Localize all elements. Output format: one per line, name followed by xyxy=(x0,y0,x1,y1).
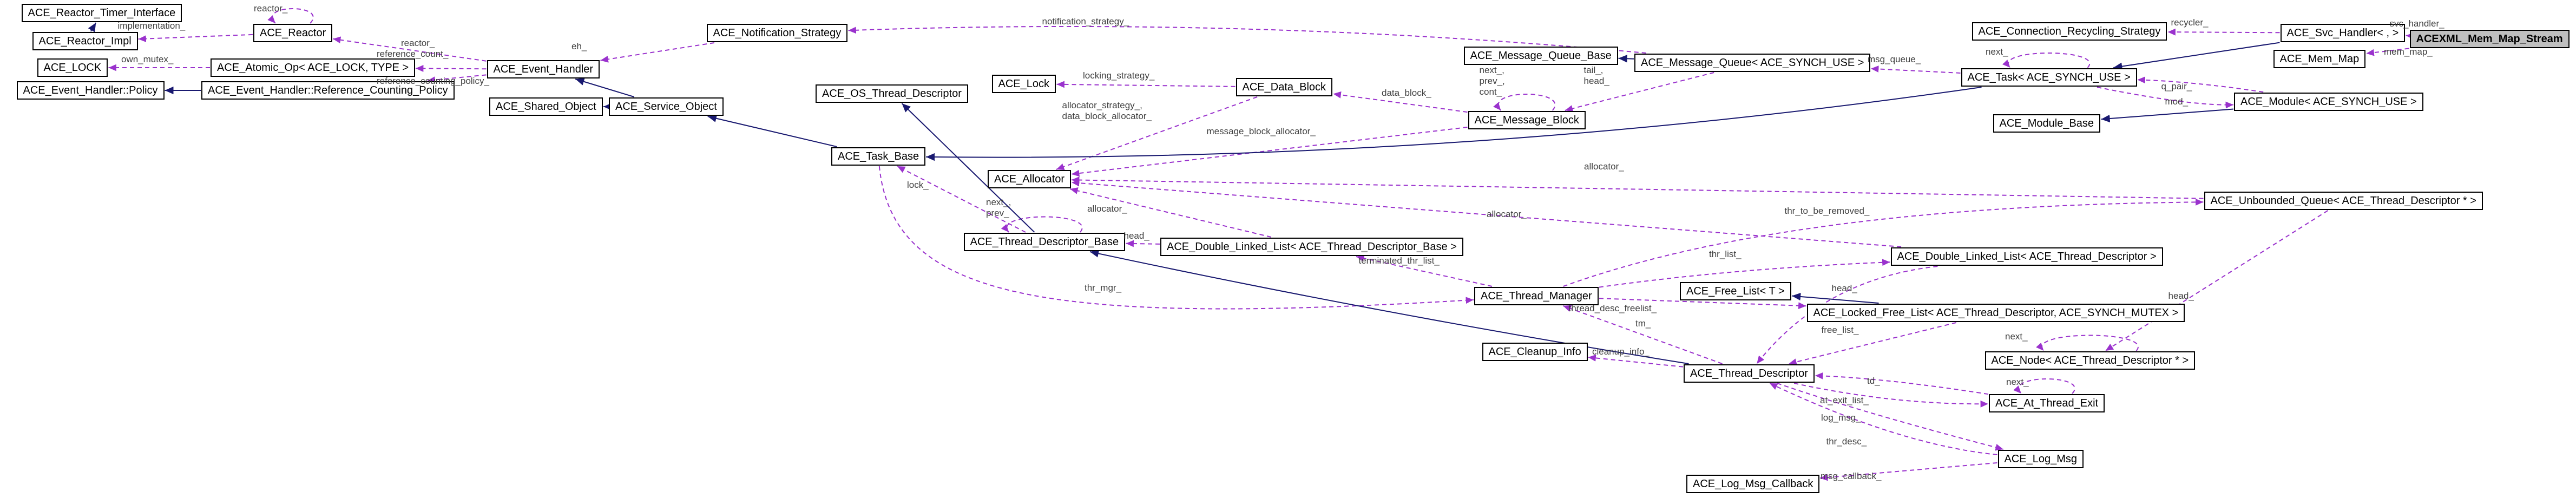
class-node-svcobj[interactable]: ACE_Service_Object xyxy=(609,97,724,116)
usage-edge-td-cleanup xyxy=(1588,355,1684,368)
class-node-reactor[interactable]: ACE_Reactor xyxy=(253,24,333,42)
usage-edge-reactor-reactor xyxy=(267,8,314,24)
usage-edge-target-memmap xyxy=(2366,48,2409,56)
class-node-tdb[interactable]: ACE_Thread_Descriptor_Base xyxy=(963,233,1126,251)
usage-edge-tm-lfl xyxy=(1599,298,1806,310)
class-node-ate[interactable]: ACE_At_Thread_Exit xyxy=(1989,394,2105,412)
class-node-td[interactable]: ACE_Thread_Descriptor xyxy=(1684,364,1815,383)
usage-edge-tdb-taskbase xyxy=(897,166,1026,233)
usage-edge-tdb-tdb xyxy=(1001,216,1083,233)
usage-edge-module-task xyxy=(2137,76,2264,93)
class-node-lockT[interactable]: ACE_LOCK xyxy=(37,58,108,77)
inheritance-edge-svcobj-eh xyxy=(575,77,635,97)
class-node-ostd[interactable]: ACE_OS_Thread_Descriptor xyxy=(816,84,968,103)
usage-edge-notif-eh xyxy=(600,42,715,63)
inheritance-edge-mq-mqbase xyxy=(1618,55,1634,63)
usage-edge-tm-dlltd xyxy=(1599,259,1890,288)
class-node-dlltdb[interactable]: ACE_Double_Linked_List< ACE_Thread_Descr… xyxy=(1160,238,1463,256)
inheritance-edge-task-taskbase xyxy=(925,87,1982,161)
usage-edge-td-logmsg xyxy=(1777,383,2003,451)
class-node-svchandler[interactable]: ACE_Svc_Handler< , > xyxy=(2280,24,2406,42)
usage-edge-logmsg-td xyxy=(1769,383,1997,455)
usage-edge-uq-alloc xyxy=(1071,176,2204,199)
usage-edge-eh-reactor xyxy=(332,36,487,62)
usage-edge-datablock-acelock xyxy=(1056,81,1236,88)
inheritance-edge-tdb-ostd xyxy=(901,103,1035,233)
class-node-memmap[interactable]: ACE_Mem_Map xyxy=(2273,50,2366,68)
class-node-rimpl[interactable]: ACE_Reactor_Impl xyxy=(32,32,138,50)
usage-edge-logmsg-logcb xyxy=(1819,462,1997,481)
class-node-modbase[interactable]: ACE_Module_Base xyxy=(1993,114,2101,133)
inheritance-edge-module-modbase xyxy=(2101,108,2234,123)
class-node-cleanup[interactable]: ACE_Cleanup_Info xyxy=(1482,343,1588,361)
class-node-rti[interactable]: ACE_Reactor_Timer_Interface xyxy=(21,4,182,22)
usage-edge-uq-node xyxy=(2105,210,2328,351)
usage-edge-td-tm xyxy=(1563,305,1723,364)
class-node-atomic[interactable]: ACE_Atomic_Op< ACE_LOCK, TYPE > xyxy=(211,58,416,77)
usage-edge-tm-uq xyxy=(1563,198,2204,287)
usage-edge-reactor-rimpl xyxy=(138,34,253,42)
usage-edge-msgblock-msgblock xyxy=(1493,94,1556,111)
class-node-uq[interactable]: ACE_Unbounded_Queue< ACE_Thread_Descript… xyxy=(2204,192,2483,210)
class-node-tm[interactable]: ACE_Thread_Manager xyxy=(1474,287,1599,305)
usage-edge-msgblock-alloc xyxy=(1071,126,1468,177)
usage-edge-node-node xyxy=(2036,335,2139,351)
class-node-target[interactable]: ACEXML_Mem_Map_Stream xyxy=(2409,30,2570,48)
usage-edge-dlltdb-alloc xyxy=(1069,187,1272,238)
inheritance-edge-taskbase-svcobj xyxy=(707,114,837,147)
class-node-task[interactable]: ACE_Task< ACE_SYNCH_USE > xyxy=(1961,68,2137,87)
class-node-taskbase[interactable]: ACE_Task_Base xyxy=(831,147,926,166)
class-node-notif[interactable]: ACE_Notification_Strategy xyxy=(706,24,848,42)
class-node-alloc[interactable]: ACE_Allocator xyxy=(988,170,1072,188)
class-node-dlltd[interactable]: ACE_Double_Linked_List< ACE_Thread_Descr… xyxy=(1890,247,2163,266)
class-node-connrec[interactable]: ACE_Connection_Recycling_Strategy xyxy=(1972,22,2167,41)
class-node-mq[interactable]: ACE_Message_Queue< ACE_SYNCH_USE > xyxy=(1634,54,1871,72)
usage-edge-tm-dlltdb xyxy=(1356,254,1493,287)
class-node-module[interactable]: ACE_Module< ACE_SYNCH_USE > xyxy=(2234,93,2423,111)
class-node-mqbase[interactable]: ACE_Message_Queue_Base xyxy=(1463,47,1618,65)
class-node-eh[interactable]: ACE_Event_Handler xyxy=(487,60,600,78)
class-node-msgblock[interactable]: ACE_Message_Block xyxy=(1468,111,1586,129)
usage-edge-ate-td xyxy=(1815,372,1989,395)
class-node-freelist[interactable]: ACE_Free_List< T > xyxy=(1680,282,1791,300)
usage-edge-msgblock-datablock xyxy=(1333,91,1468,113)
usage-edge-taskbase-tm xyxy=(878,166,1474,310)
usage-edge-eh-ehrcp xyxy=(427,74,487,83)
class-node-ehpolicy[interactable]: ACE_Event_Handler::Policy xyxy=(16,81,165,100)
class-node-datablock[interactable]: ACE_Data_Block xyxy=(1236,78,1333,96)
usage-edge-ate-ate xyxy=(2013,378,2075,394)
inheritance-edge-td-tdb xyxy=(1089,250,1689,364)
class-node-shared[interactable]: ACE_Shared_Object xyxy=(489,97,603,116)
usage-edge-dlltd-td xyxy=(1756,266,1938,364)
usage-edge-task-mq xyxy=(1870,65,1961,74)
usage-edge-eh-atomic xyxy=(415,65,487,72)
inheritance-edge-svchandler-task xyxy=(2113,42,2280,70)
class-node-lfl[interactable]: ACE_Locked_Free_List< ACE_Thread_Descrip… xyxy=(1806,304,2185,322)
class-node-logmsg[interactable]: ACE_Log_Msg xyxy=(1997,450,2084,468)
class-node-node[interactable]: ACE_Node< ACE_Thread_Descriptor * > xyxy=(1984,351,2196,370)
usage-edge-task-task xyxy=(2002,53,2090,68)
usage-edge-mq-msgblock xyxy=(1565,72,1714,112)
usage-edge-td-ate xyxy=(1793,383,1989,408)
usage-edge-task-module xyxy=(2097,87,2234,109)
usage-edge-datablock-alloc xyxy=(1056,96,1258,171)
usage-edge-lfl-td xyxy=(1789,322,1956,365)
class-node-ehrcp[interactable]: ACE_Event_Handler::Reference_Counting_Po… xyxy=(201,81,455,100)
class-node-logcb[interactable]: ACE_Log_Msg_Callback xyxy=(1686,475,1820,493)
class-node-acelock[interactable]: ACE_Lock xyxy=(991,75,1056,93)
inheritance-edge-rimpl-rti xyxy=(88,22,97,32)
inheritance-edge-lfl-freelist xyxy=(1791,292,1879,304)
